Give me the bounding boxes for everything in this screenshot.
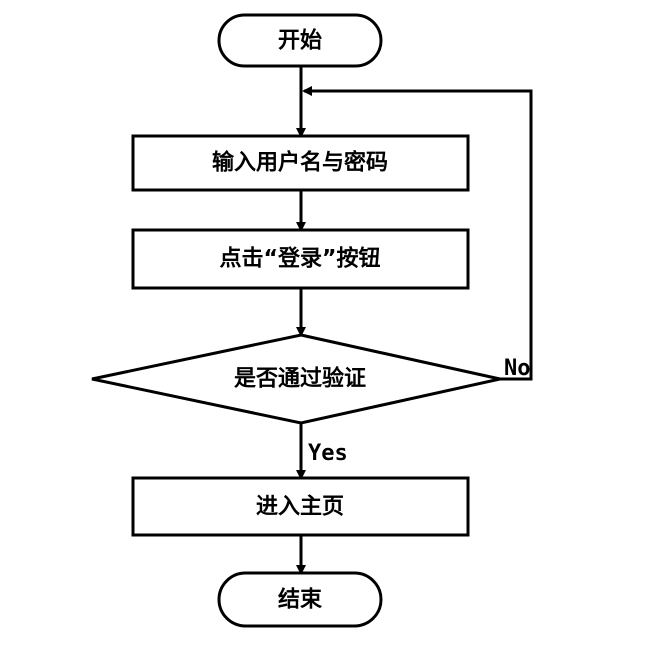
yes-edge-label: Yes xyxy=(308,441,348,466)
verify-decision-node xyxy=(91,333,501,425)
no-edge-label: No xyxy=(504,356,531,381)
home-node xyxy=(131,476,470,537)
start-node xyxy=(217,13,383,68)
verify-decision-label: 是否通过验证 xyxy=(234,366,366,392)
end-node xyxy=(217,571,383,628)
end-label: 结束 xyxy=(278,587,323,613)
click-login-node xyxy=(131,228,470,290)
start-label: 开始 xyxy=(278,28,322,54)
input-label: 输入用户名与密码 xyxy=(212,150,388,176)
input-node xyxy=(131,134,470,192)
edge-verify-no-loop xyxy=(302,86,533,381)
click-login-label: 点击“登录”按钮 xyxy=(220,246,381,272)
home-label: 进入主页 xyxy=(256,495,344,520)
